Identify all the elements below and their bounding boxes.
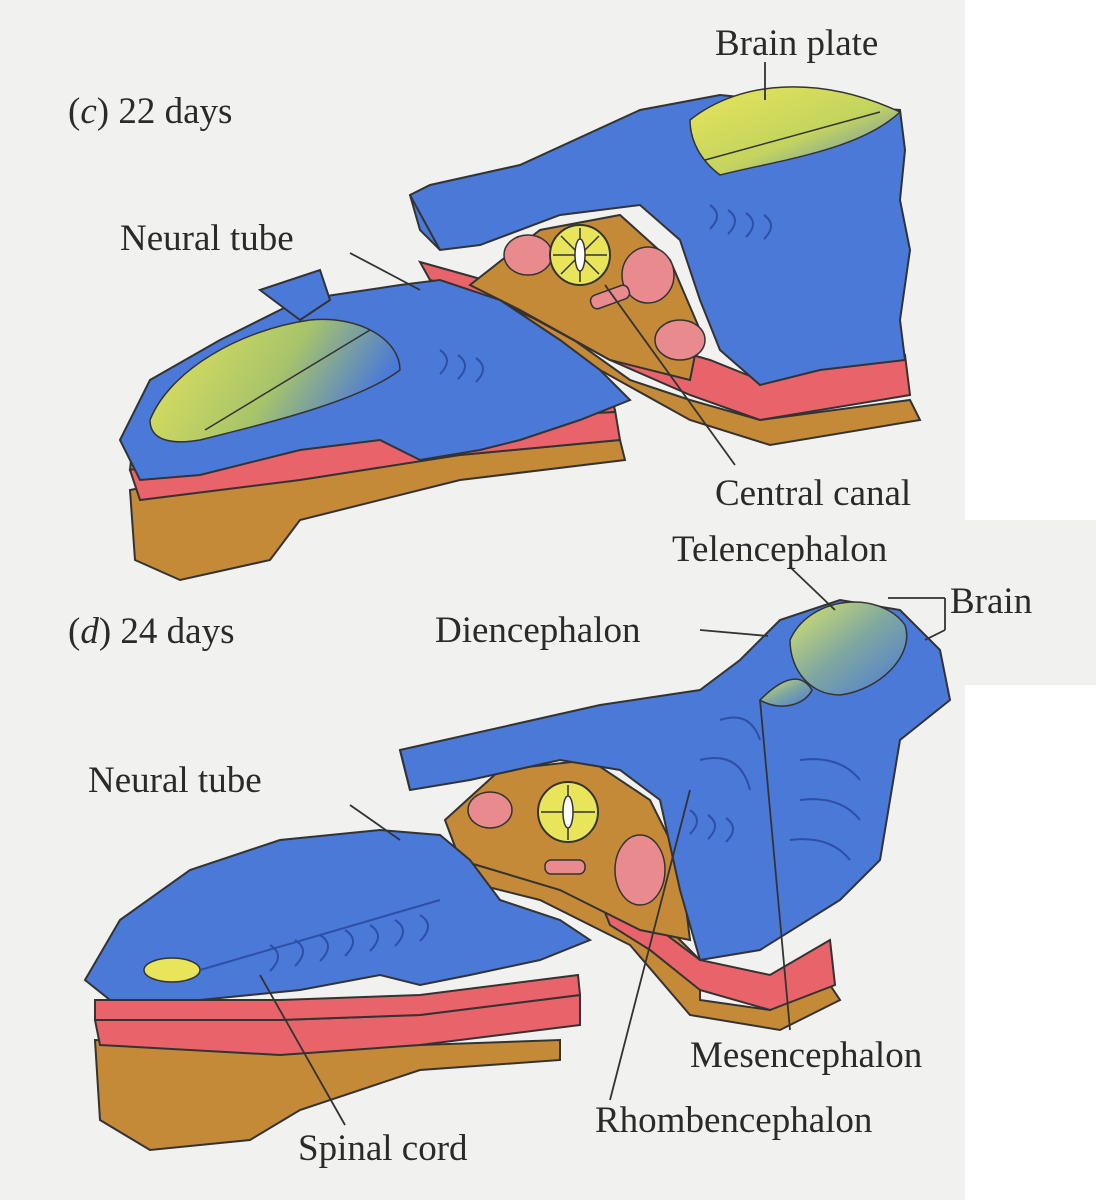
panel-d-age: 24 days bbox=[120, 611, 235, 652]
d-notochord-tissue bbox=[467, 791, 513, 829]
dorsal-aorta-tissue bbox=[621, 246, 675, 304]
head-somite-ridges bbox=[709, 204, 772, 240]
leader-brain-bracket bbox=[888, 597, 946, 641]
d-neural-fold-slit bbox=[758, 678, 813, 707]
d-tail-somite-layers bbox=[93, 973, 582, 1057]
panel-c-age: 22 days bbox=[118, 91, 233, 132]
panel-d-title: (d) 24 days bbox=[68, 611, 235, 652]
leader-telencephalon bbox=[789, 566, 836, 611]
leader-spinal-cord bbox=[259, 974, 346, 1126]
tail-ectoderm-flap bbox=[257, 268, 332, 322]
leader-rhombencephalon bbox=[609, 789, 691, 1101]
leader-central-canal bbox=[604, 284, 736, 466]
label-central-canal: Central canal bbox=[715, 473, 912, 514]
d-head-fold-edge bbox=[399, 749, 411, 791]
label-brain-plate: Brain plate bbox=[715, 23, 879, 64]
label-neural-tube-d: Neural tube bbox=[88, 760, 262, 801]
d-head-somite-layer bbox=[598, 897, 837, 1012]
label-rhombencephalon: Rhombencephalon bbox=[595, 1100, 873, 1141]
tail-neural-groove bbox=[204, 329, 371, 431]
d-somite-cross-section bbox=[614, 834, 666, 906]
leader-neural-tube-c bbox=[349, 252, 421, 291]
d-tail-neuropore bbox=[143, 957, 201, 983]
panel-d-letter: d bbox=[80, 611, 99, 652]
brain-plate bbox=[689, 86, 902, 176]
d-brain-vesicle bbox=[789, 601, 908, 696]
d-tail-neural-line bbox=[199, 899, 441, 971]
panel-background-d-gap bbox=[965, 520, 1096, 685]
leader-lines bbox=[259, 62, 946, 1126]
background-notch bbox=[965, 685, 1096, 1200]
d-tail-ectoderm bbox=[83, 828, 593, 1001]
tail-somite-ridges bbox=[439, 349, 484, 383]
d-tail-somites bbox=[269, 914, 429, 972]
neural-groove-line bbox=[704, 111, 881, 161]
label-brain: Brain bbox=[950, 581, 1033, 622]
somite-cross-section bbox=[654, 319, 706, 361]
d-gut-tissue bbox=[544, 859, 586, 875]
leader-mesencephalon bbox=[759, 699, 791, 1031]
leader-diencephalon bbox=[699, 629, 769, 637]
d-central-canal bbox=[562, 795, 574, 829]
label-telencephalon: Telencephalon bbox=[672, 529, 888, 570]
label-spinal-cord: Spinal cord bbox=[298, 1128, 468, 1169]
d-brain-folds bbox=[689, 716, 861, 861]
head-fold-edge bbox=[409, 194, 441, 251]
central-canal bbox=[574, 238, 586, 272]
panel-c-letter: c bbox=[80, 91, 97, 132]
head-ectoderm bbox=[408, 93, 912, 387]
panel-c-title: (c) 22 days bbox=[68, 91, 233, 132]
gut-tube-tissue bbox=[589, 284, 631, 310]
label-mesencephalon: Mesencephalon bbox=[690, 1035, 923, 1076]
leader-neural-tube-d bbox=[349, 804, 401, 841]
panel-c-embryo bbox=[118, 86, 922, 582]
label-neural-tube-c: Neural tube bbox=[120, 218, 294, 259]
label-diencephalon: Diencephalon bbox=[435, 610, 641, 651]
notochord-tissue bbox=[503, 234, 553, 276]
